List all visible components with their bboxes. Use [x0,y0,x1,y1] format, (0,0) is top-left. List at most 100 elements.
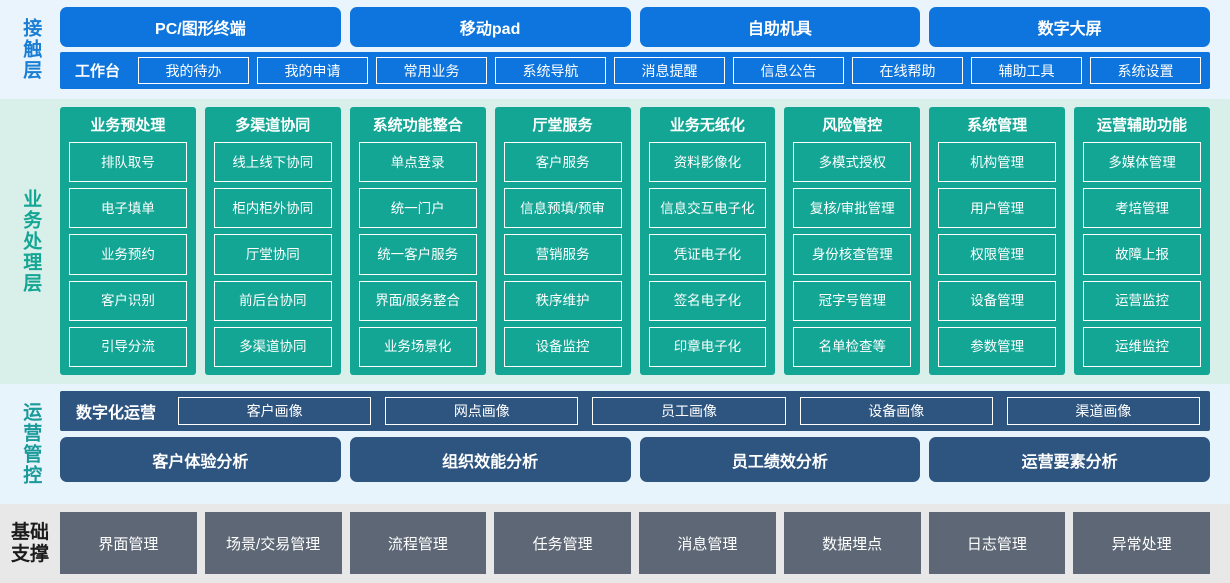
workbench-item-auxiliary-tools[interactable]: 辅助工具 [971,57,1083,84]
foundation-layer-body: 界面管理 场景/交易管理 流程管理 任务管理 消息管理 数据埋点 日志管理 异常… [60,504,1230,583]
foundation-row: 界面管理 场景/交易管理 流程管理 任务管理 消息管理 数据埋点 日志管理 异常… [60,512,1210,574]
business-item[interactable]: 排队取号 [69,142,187,183]
workbench-item-online-help[interactable]: 在线帮助 [852,57,964,84]
business-item[interactable]: 电子填单 [69,188,187,229]
workbench-row: 工作台 我的待办 我的申请 常用业务 系统导航 消息提醒 信息公告 在线帮助 辅… [60,52,1210,89]
business-item[interactable]: 名单检查等 [793,326,912,368]
business-item[interactable]: 考培管理 [1083,188,1201,229]
contact-layer: 接触层 PC/图形终端 移动pad 自助机具 数字大屏 工作台 我的待办 我的申… [0,0,1230,99]
portrait-employee[interactable]: 员工画像 [592,397,786,425]
business-item[interactable]: 冠字号管理 [793,280,912,321]
operations-layer-label: 运营管控 [20,402,42,486]
business-item[interactable]: 线上线下协同 [213,142,332,183]
workbench-item-message-reminder[interactable]: 消息提醒 [614,57,726,84]
portrait-customer[interactable]: 客户画像 [178,397,372,425]
foundation-layer: 基础支撑 界面管理 场景/交易管理 流程管理 任务管理 消息管理 数据埋点 日志… [0,504,1230,583]
foundation-scenario-transaction-management[interactable]: 场景/交易管理 [204,512,342,574]
business-column: 系统功能整合单点登录统一门户统一客户服务界面/服务整合业务场景化 [349,107,486,375]
business-item[interactable]: 用户管理 [938,188,1057,229]
workbench-item-system-navigation[interactable]: 系统导航 [495,57,607,84]
analysis-operating-elements[interactable]: 运营要素分析 [929,437,1210,482]
business-item[interactable]: 柜内柜外协同 [213,188,332,229]
business-item[interactable]: 客户服务 [503,142,622,183]
business-item[interactable]: 身份核查管理 [793,234,912,275]
analysis-organizational-efficiency[interactable]: 组织效能分析 [349,437,631,482]
foundation-process-management[interactable]: 流程管理 [349,512,487,574]
channel-self-service[interactable]: 自助机具 [639,7,921,47]
business-item[interactable]: 多模式授权 [793,142,912,183]
business-item[interactable]: 设备管理 [938,280,1057,321]
business-item[interactable]: 权限管理 [938,234,1057,275]
business-item[interactable]: 业务场景化 [358,326,477,368]
workbench-item-my-todo[interactable]: 我的待办 [138,57,250,84]
business-column: 风险管控多模式授权复核/审批管理身份核查管理冠字号管理名单检查等 [784,107,921,375]
business-layer: 业务处理层 业务预处理排队取号电子填单业务预约客户识别引导分流多渠道协同线上线下… [0,99,1230,384]
business-item[interactable]: 故障上报 [1083,234,1201,275]
business-item[interactable]: 机构管理 [938,142,1057,183]
business-item[interactable]: 秩序维护 [503,280,622,321]
business-item[interactable]: 多渠道协同 [213,326,332,368]
business-column-title: 业务无纸化 [669,117,745,134]
business-item[interactable]: 资料影像化 [648,142,767,183]
analysis-employee-performance[interactable]: 员工绩效分析 [639,437,921,482]
portrait-device[interactable]: 设备画像 [799,397,993,425]
foundation-task-management[interactable]: 任务管理 [494,512,631,574]
portrait-branch[interactable]: 网点画像 [385,397,579,425]
business-item[interactable]: 界面/服务整合 [358,280,477,321]
workbench-item-common-business[interactable]: 常用业务 [376,57,488,84]
business-column-title: 系统管理 [967,117,1028,134]
business-item[interactable]: 复核/审批管理 [793,188,912,229]
business-column: 多渠道协同线上线下协同柜内柜外协同厅堂协同前后台协同多渠道协同 [204,107,341,375]
business-item[interactable]: 统一客户服务 [358,234,477,275]
business-item[interactable]: 多媒体管理 [1083,142,1201,183]
business-column-title: 风险管控 [822,117,883,134]
business-item[interactable]: 统一门户 [358,188,477,229]
channel-row: PC/图形终端 移动pad 自助机具 数字大屏 [60,7,1210,47]
business-item[interactable]: 参数管理 [938,326,1057,368]
business-column: 业务预处理排队取号电子填单业务预约客户识别引导分流 [60,107,196,375]
contact-layer-label: 接触层 [20,18,42,81]
foundation-message-management[interactable]: 消息管理 [639,512,776,574]
business-item[interactable]: 客户识别 [69,280,187,321]
analysis-customer-experience[interactable]: 客户体验分析 [60,437,341,482]
business-item[interactable]: 厅堂协同 [213,234,332,275]
business-item[interactable]: 单点登录 [358,142,477,183]
business-column-title: 多渠道协同 [235,117,311,134]
business-column-title: 业务预处理 [90,117,166,134]
foundation-layer-label: 基础支撑 [0,504,60,583]
channel-digital-screen[interactable]: 数字大屏 [929,7,1210,47]
portrait-channel[interactable]: 渠道画像 [1006,397,1201,425]
foundation-exception-handling[interactable]: 异常处理 [1073,512,1210,574]
business-item[interactable]: 签名电子化 [648,280,767,321]
workbench-item-information-bulletin[interactable]: 信息公告 [733,57,845,84]
foundation-label-text: 基础支撑 [10,522,49,565]
business-item[interactable]: 印章电子化 [648,326,767,368]
business-item[interactable]: 凭证电子化 [648,234,767,275]
business-columns: 业务预处理排队取号电子填单业务预约客户识别引导分流多渠道协同线上线下协同柜内柜外… [60,107,1210,375]
business-item[interactable]: 信息预填/预审 [503,188,622,229]
business-item[interactable]: 营销服务 [503,234,622,275]
business-item[interactable]: 设备监控 [503,326,622,368]
business-item[interactable]: 信息交互电子化 [648,188,767,229]
business-item[interactable]: 业务预约 [69,234,187,275]
workbench-title: 工作台 [75,63,121,80]
business-item[interactable]: 运营监控 [1083,280,1201,321]
contact-layer-body: PC/图形终端 移动pad 自助机具 数字大屏 工作台 我的待办 我的申请 常用… [60,0,1230,99]
business-column-title: 厅堂服务 [532,117,593,134]
foundation-data-tracking[interactable]: 数据埋点 [783,512,921,574]
business-column: 厅堂服务客户服务信息预填/预审营销服务秩序维护设备监控 [494,107,631,375]
business-column: 系统管理机构管理用户管理权限管理设备管理参数管理 [929,107,1066,375]
foundation-log-management[interactable]: 日志管理 [928,512,1066,574]
channel-pc[interactable]: PC/图形终端 [60,7,341,47]
workbench-item-system-settings[interactable]: 系统设置 [1090,57,1202,84]
operations-layer: 运营管控 数字化运营 客户画像 网点画像 员工画像 设备画像 渠道画像 客户体验… [0,384,1230,504]
business-column: 运营辅助功能多媒体管理考培管理故障上报运营监控运维监控 [1074,107,1210,375]
business-item[interactable]: 运维监控 [1083,326,1201,368]
workbench-item-my-application[interactable]: 我的申请 [257,57,369,84]
channel-mobile-pad[interactable]: 移动pad [349,7,631,47]
digital-operations-title: 数字化运营 [76,405,157,422]
foundation-ui-management[interactable]: 界面管理 [60,512,197,574]
business-item[interactable]: 引导分流 [69,326,187,368]
business-item[interactable]: 前后台协同 [213,280,332,321]
